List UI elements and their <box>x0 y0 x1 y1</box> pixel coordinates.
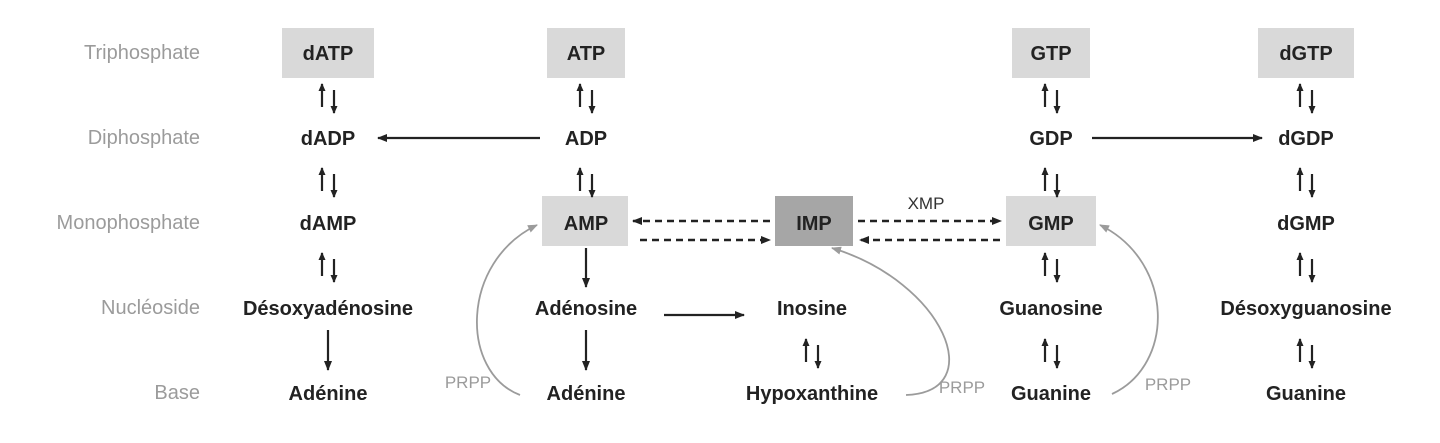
box-atp <box>547 28 625 78</box>
reversible-arrow-gdp-gmp <box>1041 167 1061 198</box>
node-amp: AMP <box>564 213 608 235</box>
reversible-arrow-desoxyguanosine-guanine <box>1296 338 1316 369</box>
node-desoxyguanosine: Désoxyguanosine <box>1220 298 1391 320</box>
reversible-arrow-gtp-gdp <box>1041 83 1061 114</box>
box-dgtp <box>1258 28 1354 78</box>
node-dgdp: dGDP <box>1278 128 1334 150</box>
reversible-arrow-guanosine-guanine <box>1041 338 1061 369</box>
node-damp: dAMP <box>300 213 357 235</box>
salvage-arrow-adenine-to-amp <box>476 224 538 396</box>
reversible-arrow-dgmp-desoxyguanosine <box>1296 252 1316 283</box>
node-datp: dATP <box>303 43 354 65</box>
reversible-arrow-gmp-guanosine <box>1041 252 1061 283</box>
node-desoxyadenosine: Désoxyadénosine <box>243 298 413 320</box>
label-prpp-guanine: PRPP <box>1145 375 1191 394</box>
row-label-diphosphate: Diphosphate <box>88 127 200 149</box>
node-gmp: GMP <box>1028 213 1074 235</box>
reversible-arrow-datp-dadp <box>318 83 338 114</box>
salvage-arrow-hypoxanthine-to-imp <box>831 246 950 396</box>
reversible-arrow-damp-desoxyadenosine <box>318 252 338 283</box>
reversible-arrow-dgtp-dgdp <box>1296 83 1316 114</box>
node-guanosine: Guanosine <box>999 298 1102 320</box>
salvage-arrow-guanine-to-gmp <box>1099 224 1159 395</box>
node-guanine-center: Guanine <box>1011 383 1091 405</box>
reversible-arrow-atp-adp <box>576 83 596 114</box>
node-imp: IMP <box>796 213 832 235</box>
node-gdp: GDP <box>1029 128 1072 150</box>
label-xmp: XMP <box>908 194 945 213</box>
reversible-arrow-dgdp-dgmp <box>1296 167 1316 198</box>
box-amp <box>542 196 628 246</box>
node-guanine-right: Guanine <box>1266 383 1346 405</box>
box-imp <box>775 196 853 246</box>
node-atp: ATP <box>567 43 606 65</box>
node-adenosine: Adénosine <box>535 298 637 320</box>
label-prpp-hypoxanthine: PRPP <box>939 378 985 397</box>
reversible-arrow-adp-amp <box>576 167 596 198</box>
node-adenine-center: Adénine <box>547 383 626 405</box>
node-dadp: dADP <box>301 128 355 150</box>
row-label-nucleoside: Nucléoside <box>101 297 200 319</box>
node-inosine: Inosine <box>777 298 847 320</box>
node-adenine-left: Adénine <box>289 383 368 405</box>
row-label-monophosphate: Monophosphate <box>57 212 200 234</box>
node-dgtp: dGTP <box>1279 43 1332 65</box>
box-datp <box>282 28 374 78</box>
row-label-base: Base <box>154 382 200 404</box>
row-label-triphosphate: Triphosphate <box>84 42 200 64</box>
node-hypoxanthine: Hypoxanthine <box>746 383 878 405</box>
box-gmp <box>1006 196 1096 246</box>
box-gtp <box>1012 28 1090 78</box>
reversible-arrow-inosine-hypoxanthine <box>802 338 822 369</box>
label-prpp-adenine: PRPP <box>445 373 491 392</box>
node-adp: ADP <box>565 128 607 150</box>
node-dgmp: dGMP <box>1277 213 1335 235</box>
node-gtp: GTP <box>1030 43 1071 65</box>
reversible-arrow-dadp-damp <box>318 167 338 198</box>
